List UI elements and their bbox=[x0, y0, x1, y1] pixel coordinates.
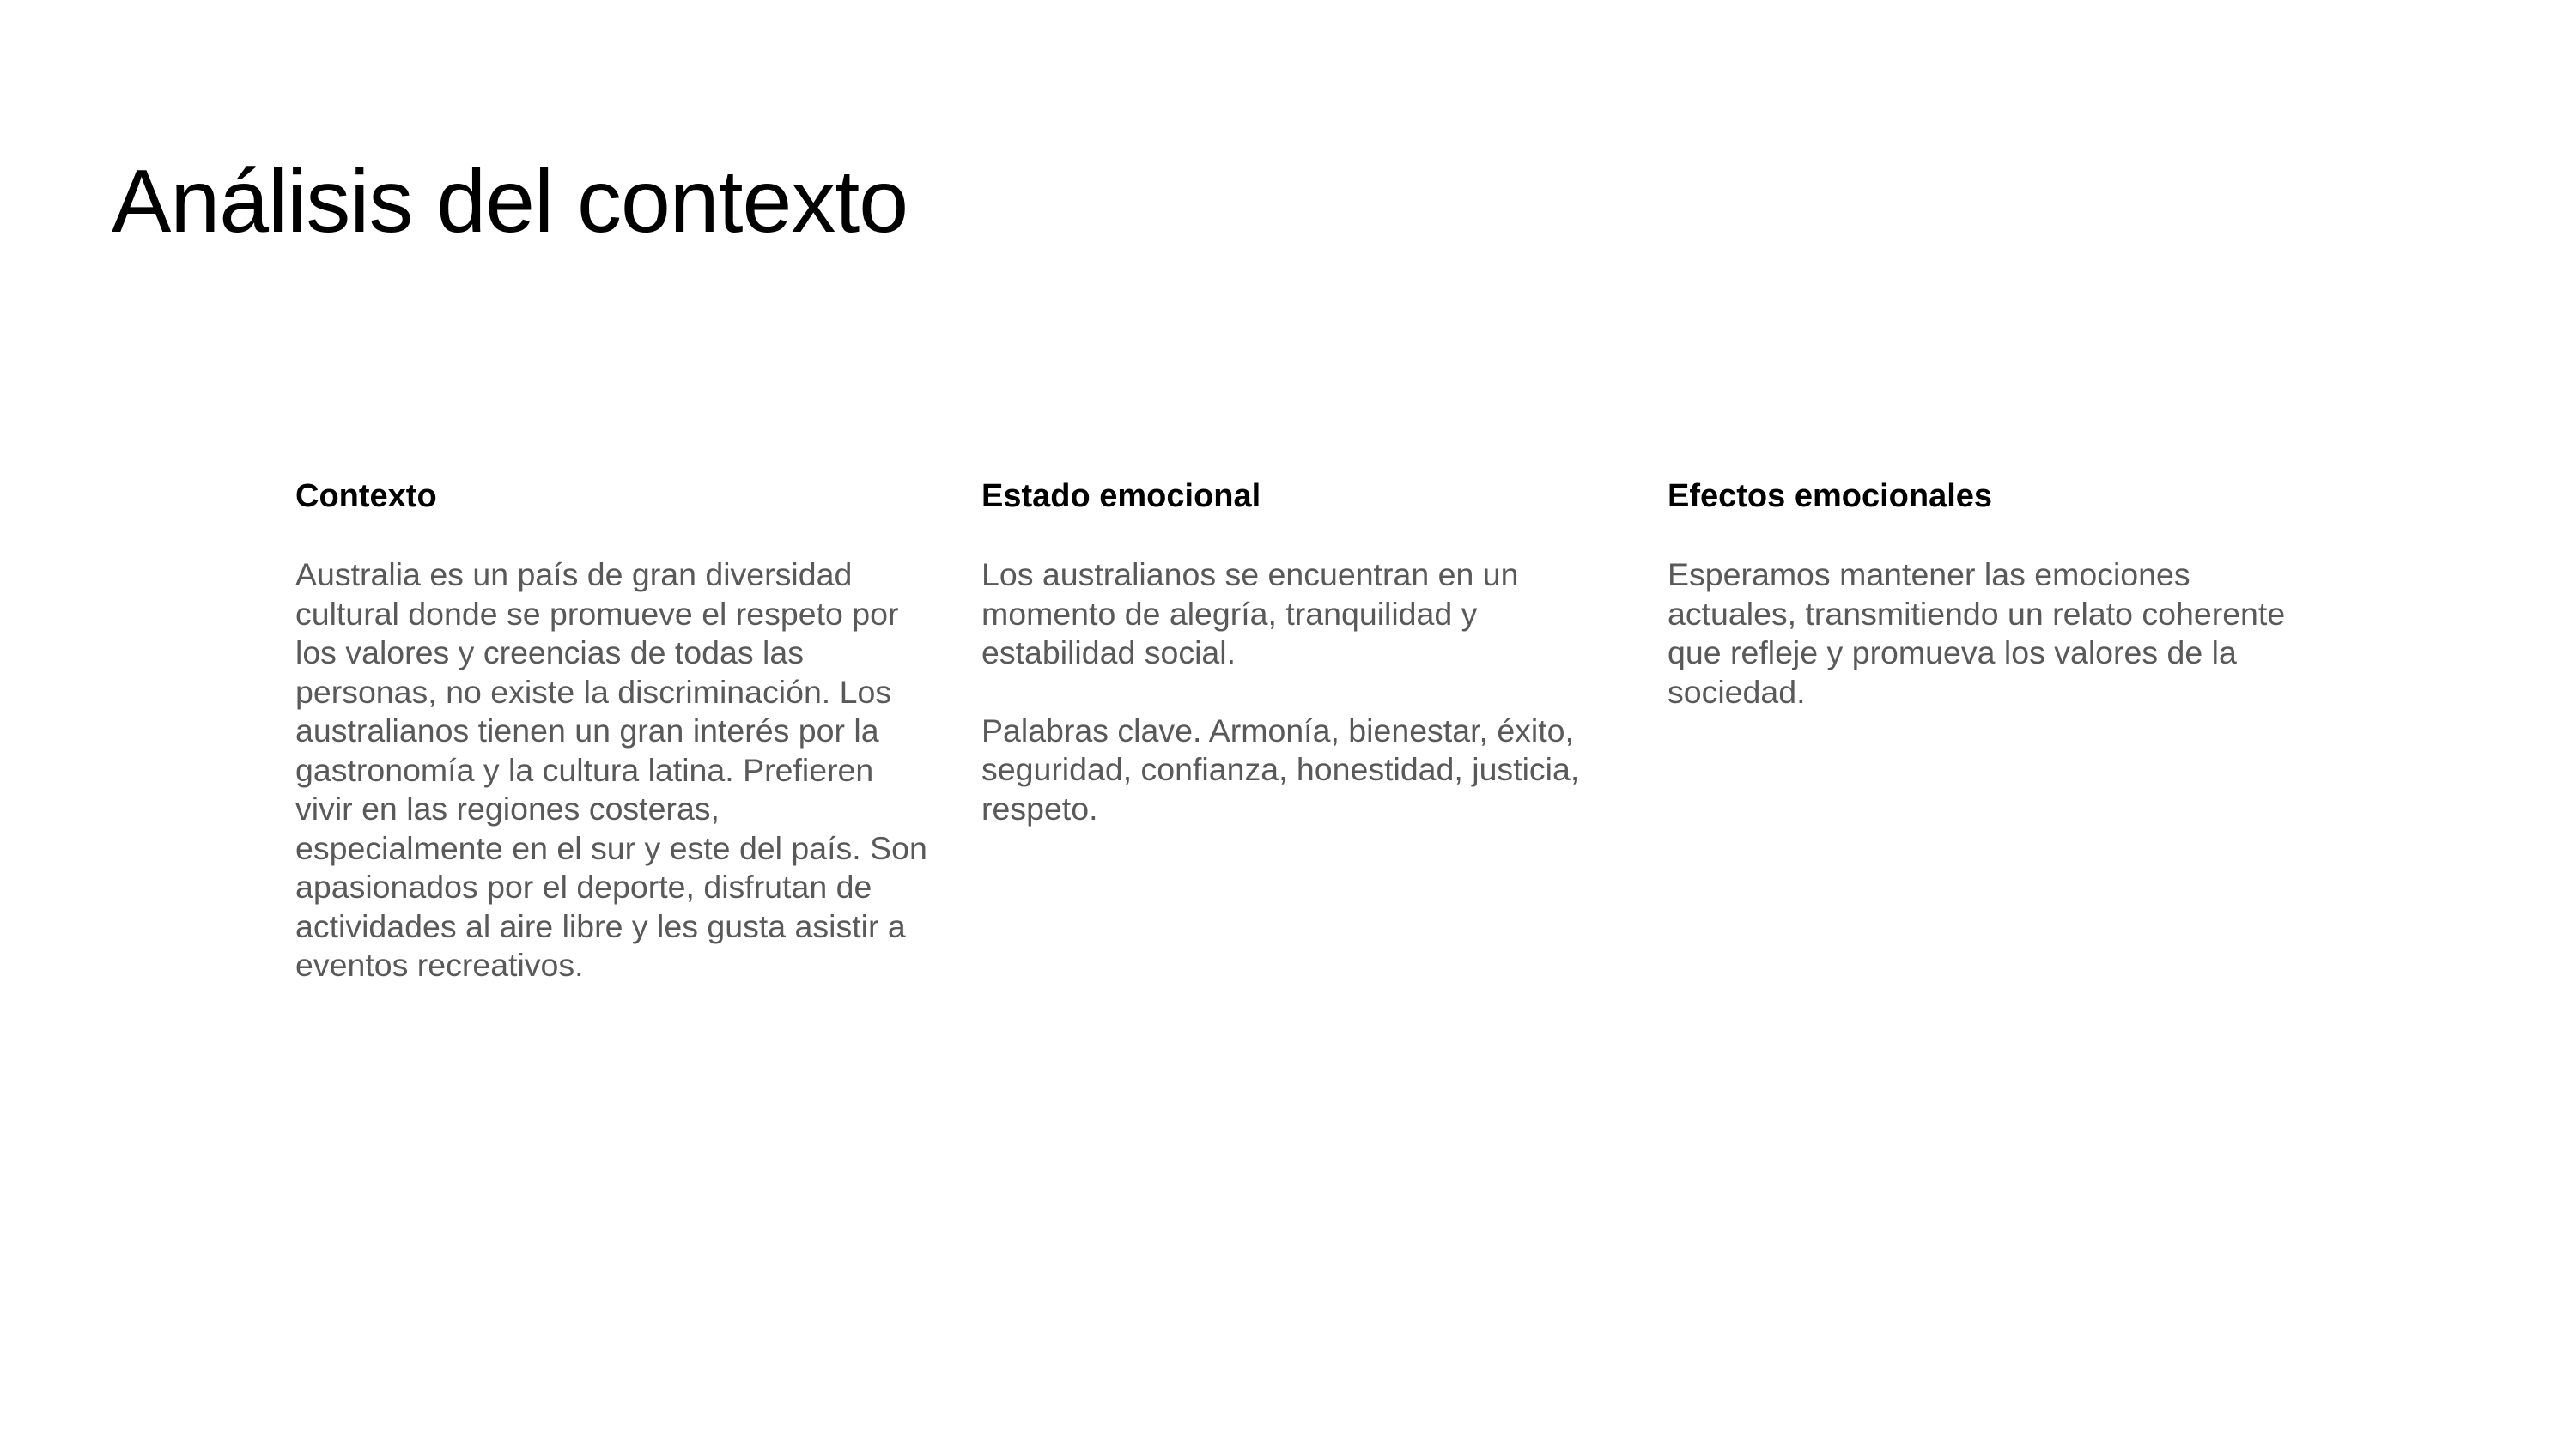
column-paragraph-keywords: Palabras clave. Armonía, bienestar, éxit… bbox=[981, 712, 1580, 827]
column-paragraph: Australia es un país de gran diversidad … bbox=[295, 556, 927, 983]
column-heading: Efectos emocionales bbox=[1668, 478, 1993, 514]
column-contexto: Contexto Australia es un país de gran di… bbox=[295, 477, 931, 985]
column-estado-emocional: Estado emocional Los australianos se enc… bbox=[981, 477, 1617, 828]
column-heading: Estado emocional bbox=[981, 478, 1261, 514]
slide-title: Análisis del contexto bbox=[112, 152, 908, 252]
column-heading: Contexto bbox=[295, 478, 437, 514]
column-paragraph: Los australianos se encuentran en un mom… bbox=[981, 556, 1519, 670]
column-paragraph: Esperamos mantener las emociones actuale… bbox=[1668, 556, 2286, 710]
column-efectos-emocionales: Efectos emocionales Esperamos mantener l… bbox=[1668, 477, 2303, 712]
